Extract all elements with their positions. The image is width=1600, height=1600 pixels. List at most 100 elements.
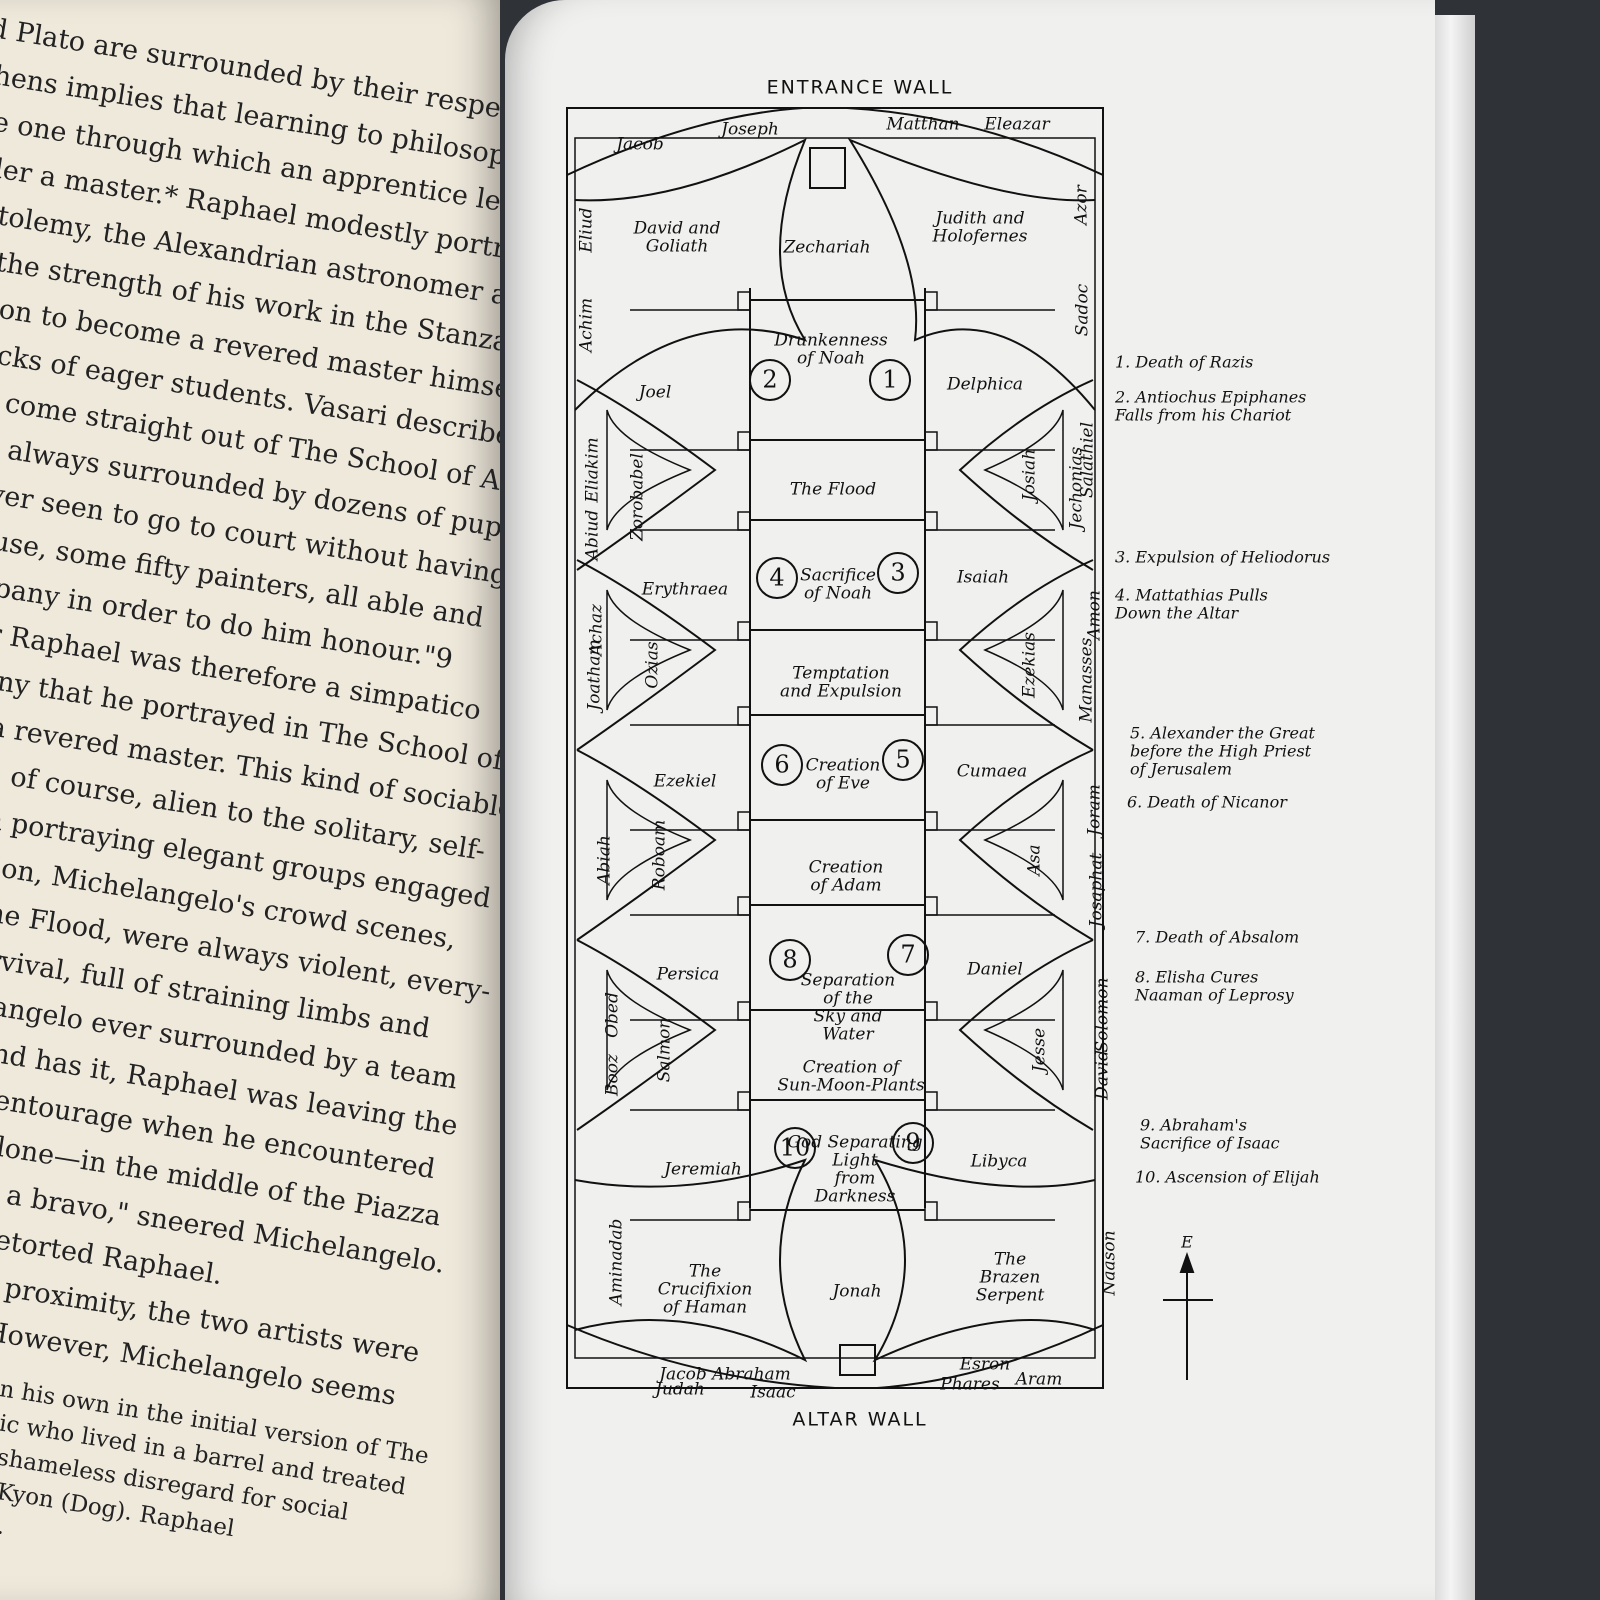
- prophet-right-label: Daniel: [966, 960, 1023, 980]
- left-spandrel-label-line: Roboam: [650, 820, 670, 891]
- left-page: d Plato are surrounded by their respecti…: [0, 0, 500, 1600]
- medallion-number: 7: [900, 941, 915, 969]
- right-spandrel-label-line: Jesse: [1030, 1028, 1050, 1075]
- left-ancestor-label: Aminadab: [607, 1219, 627, 1308]
- right-ancestor-label-line: Sadoc: [1073, 283, 1093, 336]
- right-ancestor-label-line: Joram: [1085, 784, 1105, 838]
- left-ancestor-label: Achaz: [587, 603, 607, 658]
- page-edges: [1435, 15, 1475, 1600]
- top-lunette-label: Matthan: [885, 115, 959, 135]
- top-lunette-label: Eleazar: [983, 115, 1050, 135]
- left-ancestor-label: Joatham: [585, 639, 605, 713]
- legend-entry-line: Down the Altar: [1114, 604, 1239, 623]
- medallion-number: 8: [782, 946, 797, 974]
- left-ancestor-label-line: Eliud: [577, 207, 597, 253]
- corner-br-label-line: The: [994, 1250, 1026, 1270]
- medallion-number-line: 1: [882, 366, 897, 394]
- corner-bl-label-line: The: [689, 1262, 721, 1282]
- prophet-left-label: Joel: [636, 383, 672, 403]
- medallion-number: 3: [890, 559, 905, 587]
- left-spandrel-label-line: Salmon: [655, 1018, 675, 1083]
- corner-tl-label-line: David and: [632, 219, 720, 239]
- altar-wall-label: ALTAR WALL: [792, 1409, 927, 1431]
- right-ancestor-label: Josaphat: [1087, 852, 1107, 930]
- legend-entry: 10. Ascension of Elijah: [1135, 1168, 1320, 1187]
- legend-entry-line: 5. Alexander the Great: [1130, 724, 1316, 743]
- corner-tr-label-line: Judith and: [932, 209, 1024, 229]
- central-panel-label-line: Drunkenness: [773, 331, 888, 351]
- central-panel-label-line: Sky and: [814, 1007, 883, 1027]
- central-panel-label-line: Creation: [806, 756, 881, 776]
- central-panel-label-line: of Adam: [810, 876, 881, 896]
- prophet-left-label-line: Jeremiah: [661, 1160, 742, 1180]
- medallion-number: 1: [882, 366, 897, 394]
- right-ancestor-label: Azor: [1072, 184, 1092, 226]
- right-ancestor-label: Joram: [1085, 784, 1105, 838]
- legend-entry-line: 8. Elisha Cures: [1135, 968, 1258, 987]
- legend-entry: 3. Expulsion of Heliodorus: [1115, 548, 1330, 567]
- central-panel-label: The Flood: [790, 480, 876, 500]
- right-spandrel-label-line: Ezekias: [1020, 632, 1040, 699]
- central-panel-label-line: Creation: [809, 858, 884, 878]
- prophet-jonah-label: Jonah: [829, 1282, 881, 1302]
- bottom-lunette-label: Judah: [652, 1380, 705, 1400]
- medallion-number-line: 8: [782, 946, 797, 974]
- central-panel-label-line: of Eve: [816, 774, 870, 794]
- right-ancestor-label: Manasses: [1077, 637, 1097, 723]
- legend-entry-line: 1. Death of Razis: [1115, 353, 1253, 372]
- bottom-lunette-label-line: Jacob Abraham: [656, 1365, 791, 1385]
- medallion-number: 5: [895, 746, 910, 774]
- legend-entry-line: of Jerusalem: [1130, 760, 1232, 779]
- bottom-lunette-label-line: Esron: [959, 1355, 1010, 1375]
- prophet-right-label: Libyca: [970, 1152, 1028, 1172]
- top-lunette-label: Joseph: [718, 120, 779, 140]
- bottom-lunette-label: Aram: [1014, 1370, 1063, 1390]
- legend-entry-line: 10. Ascension of Elijah: [1135, 1168, 1320, 1187]
- legend-entry: 7. Death of Absalom: [1135, 928, 1299, 947]
- prophet-right-label: Cumaea: [957, 762, 1027, 782]
- left-ancestor-label-line: Booz: [603, 1053, 623, 1097]
- left-ancestor-label: Abiud: [583, 510, 603, 563]
- prophet-right-label-line: Libyca: [970, 1152, 1028, 1172]
- central-panel-label-line: Creation of: [803, 1058, 902, 1078]
- legend-entry-line: 2. Antiochus Epiphanes: [1114, 388, 1306, 407]
- left-spandrel-label-line: Zorobabel: [628, 453, 648, 542]
- right-ancestor-label: David: [1093, 1050, 1113, 1101]
- bottom-lunette-label: Isaac: [749, 1383, 796, 1403]
- medallion-number: 4: [769, 564, 784, 592]
- left-ancestor-label: Achim: [577, 298, 597, 354]
- legend-entry-line: Naaman of Leprosy: [1134, 986, 1295, 1005]
- right-ancestor-label: Salathiel: [1078, 422, 1098, 498]
- right-ancestor-label-line: Jechonias: [1067, 446, 1087, 532]
- top-lunette-label-line: Eleazar: [983, 115, 1050, 135]
- central-panel-label-line: God Separating: [787, 1133, 922, 1153]
- prophet-left-label: Jeremiah: [661, 1160, 742, 1180]
- central-panel-label-line: The Flood: [790, 480, 876, 500]
- central-panel-label-line: from: [833, 1169, 876, 1189]
- altar-wall-label-line: ALTAR WALL: [792, 1409, 927, 1431]
- left-ancestor-label-line: Aminadab: [607, 1219, 627, 1308]
- left-ancestor-label: Abiah: [595, 835, 615, 887]
- left-spandrel-label: Ozias: [643, 641, 663, 688]
- corner-tl-label-line: Goliath: [646, 237, 709, 257]
- right-ancestor-label-line: Naason: [1100, 1230, 1120, 1296]
- medallion-number-line: 4: [769, 564, 784, 592]
- compass-letter: E: [1180, 1233, 1193, 1252]
- bottom-lunette-label-line: Phares: [939, 1375, 1000, 1395]
- medallion-number-line: 9: [905, 1129, 920, 1157]
- medallion-number-line: 2: [762, 366, 777, 394]
- legend-entry: 1. Death of Razis: [1115, 353, 1253, 372]
- right-ancestor-label-line: Amon: [1085, 590, 1105, 642]
- right-ancestor-label: Amon: [1085, 590, 1105, 642]
- central-panel-label-line: of Noah: [804, 584, 872, 604]
